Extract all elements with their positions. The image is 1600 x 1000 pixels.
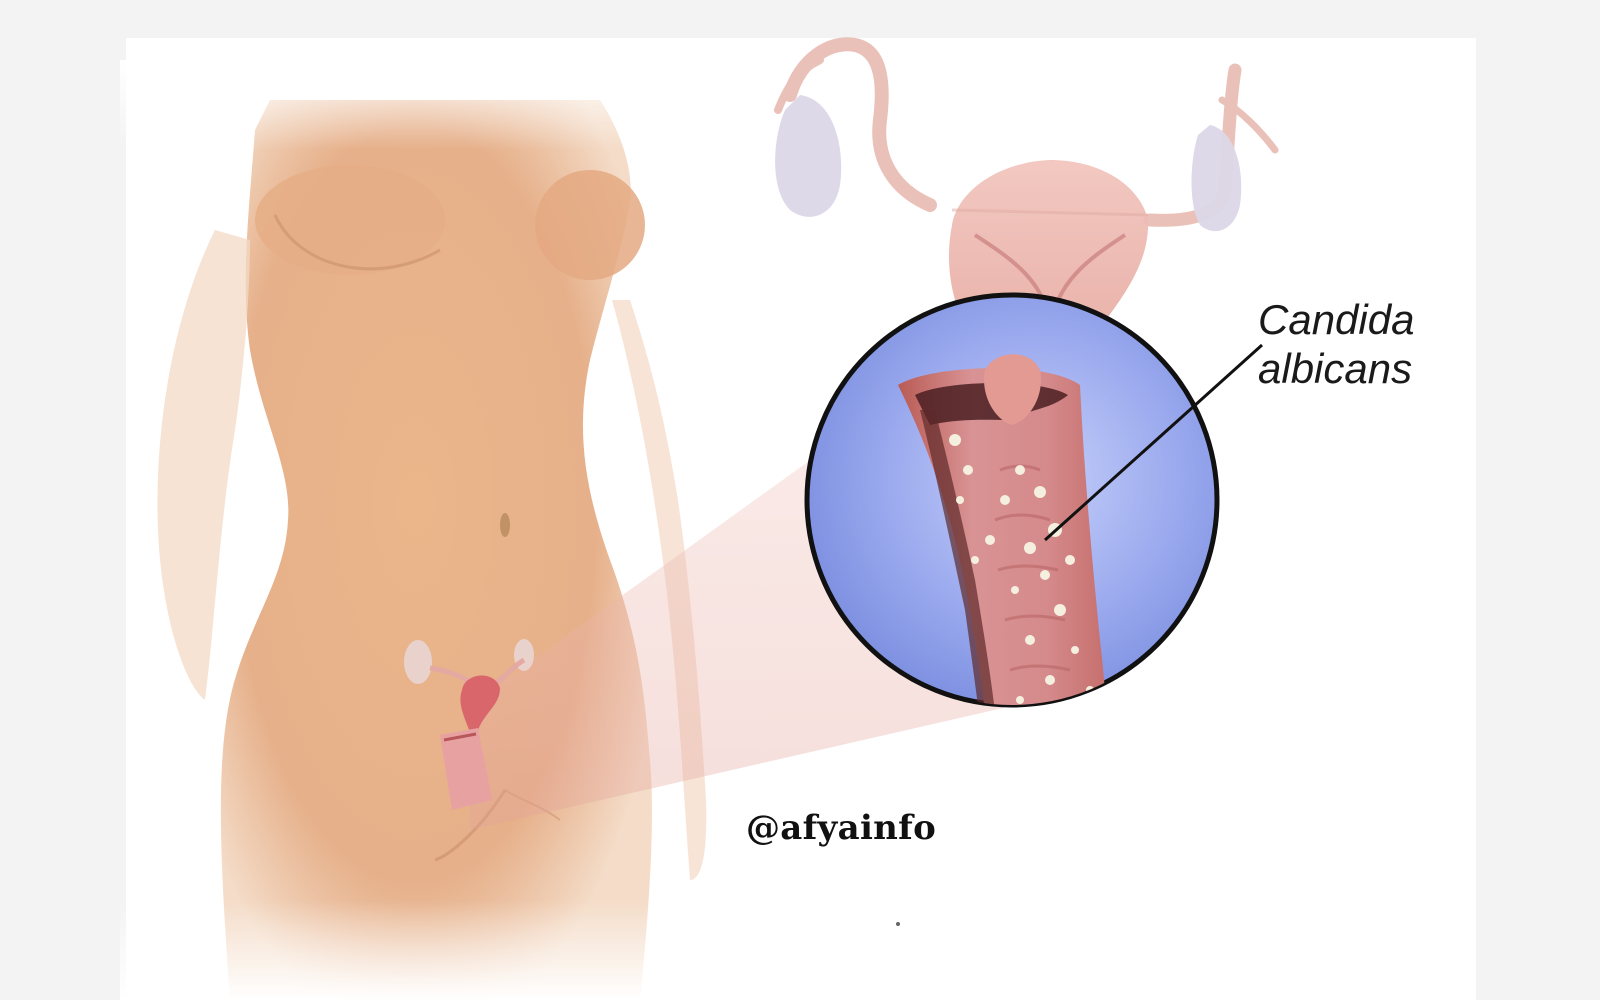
vagina-icon bbox=[898, 368, 1110, 705]
small-uterus-icon bbox=[404, 639, 534, 810]
female-torso-figure bbox=[120, 60, 760, 1000]
candida-label-line-1: Candida bbox=[1258, 296, 1415, 343]
stray-dot bbox=[896, 922, 900, 926]
magnifier-inset bbox=[804, 292, 1220, 708]
ovary-icon bbox=[775, 95, 1242, 232]
candida-spots bbox=[949, 434, 1094, 704]
label-leader-line bbox=[1043, 343, 1264, 542]
candida-label-line-2: albicans bbox=[1258, 345, 1413, 392]
watermark-handle: @afyainfo bbox=[746, 808, 937, 848]
